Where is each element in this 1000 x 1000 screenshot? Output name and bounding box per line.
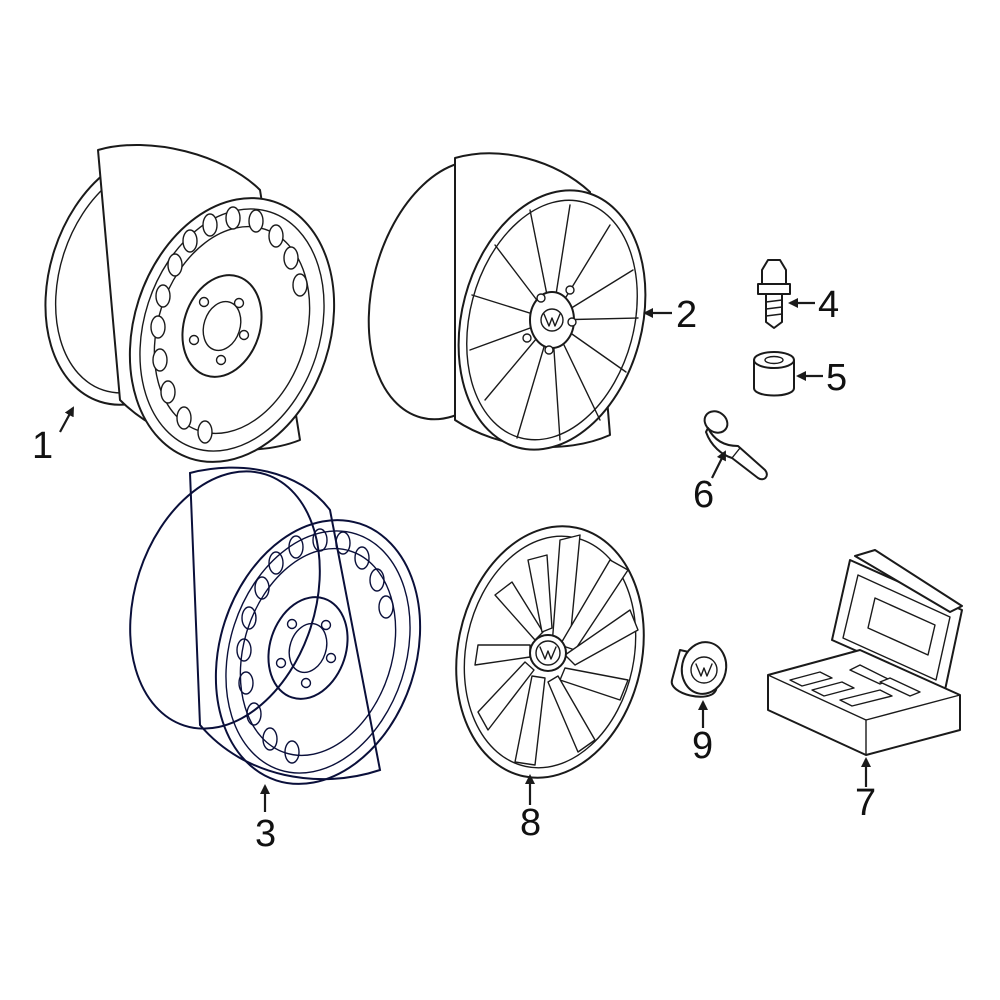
callout-7: 7 [855,782,876,824]
callout-6: 6 [693,474,714,516]
callout-1: 1 [32,425,53,467]
tool-case-icon[interactable] [767,549,963,756]
spacer-icon[interactable] [753,351,795,397]
lug-bolt-icon[interactable] [757,259,791,329]
callout-9: 9 [692,725,713,767]
callout-5: 5 [826,357,847,399]
callout-3: 3 [255,813,276,855]
center-cap-icon[interactable] [670,638,731,698]
alloy-wheel-icon[interactable] [342,141,673,471]
callout-4: 4 [818,284,839,326]
callout-8: 8 [520,802,541,844]
steel-wheel-highlighted-icon[interactable] [99,447,453,811]
wheel-cover-icon[interactable] [434,509,667,796]
valve-stem-icon[interactable] [700,407,768,481]
steel-wheel-icon[interactable] [14,127,367,489]
callout-2: 2 [676,294,697,336]
